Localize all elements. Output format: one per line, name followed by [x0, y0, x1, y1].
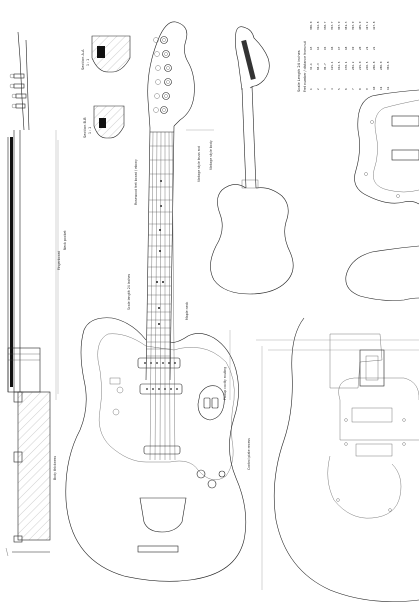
neck-label-fretboard: Rosewood fret board / ebony: [134, 159, 138, 205]
fret-table-cell: 14: [316, 46, 320, 50]
body-outline: [65, 317, 247, 582]
fret-markers: [156, 180, 164, 325]
fret-table-title: Scale Length 24 inches: [297, 50, 301, 92]
fret-table-cell: 353.7: [330, 21, 334, 30]
fret-table-cell: 322.8: [316, 21, 320, 30]
section-aa-view: Section A-A 1 : 1: [81, 35, 131, 73]
section-aa-scale: 1 : 1: [86, 59, 90, 66]
body-side-section: [17, 391, 51, 541]
fret-table-cell: 6: [344, 88, 348, 90]
fret-table-cell: 4: [330, 88, 334, 90]
fret-table-cell: 3: [323, 88, 327, 90]
bridge-pickup: [139, 383, 183, 395]
fret-table-cell: 19: [351, 46, 355, 50]
fret-table-cell: 22: [372, 46, 376, 50]
small-body-label: Vintage style body: [209, 140, 213, 170]
fret-table-cell: 306.0: [309, 21, 313, 30]
fret-table-cell: 266.8: [372, 61, 376, 70]
fret-table-cell: 18: [344, 46, 348, 50]
fret-table-cell: 8: [358, 88, 362, 90]
tailpiece: [139, 497, 187, 533]
control-plate: [109, 377, 226, 489]
fret-table-cell: 34.1: [309, 63, 313, 70]
neck-outline: [145, 125, 175, 381]
fret-table-cell: 12: [386, 86, 390, 90]
body-label-pickup-routing: Pickup cavity routing: [223, 367, 227, 400]
fret-table-cell: 1: [309, 88, 313, 90]
body-label-control-recess: Control plate recess: [247, 438, 251, 470]
section-bb-title: Section B-B: [83, 117, 87, 138]
neck-label-maple: Maple neck: [185, 302, 189, 320]
fret-position-table: Scale Length 24 inches Fret number / dis…: [297, 21, 390, 92]
fret-table-cell: 21: [365, 46, 369, 50]
fret-table-cell: 2: [316, 88, 320, 90]
fret-table-cell: 66.3: [316, 63, 320, 70]
fret-table-rows: 134.113306.0266.314322.8396.715338.74125…: [309, 21, 390, 90]
fret-table-cell: 15: [323, 46, 327, 50]
fret-table-cell: 405.9: [358, 21, 362, 30]
main-guitar-front-view: Rosewood fret board / ebony Vintage styl…: [65, 21, 251, 582]
pickguard-outline: [97, 333, 235, 481]
fret-table-cell: 427.8: [372, 21, 376, 30]
small-guitar-view: Vintage style body: [209, 26, 294, 295]
fret-table-cell: 20: [358, 46, 362, 50]
section-bb-view: Section B-B 1 : 1: [83, 105, 125, 139]
neck-label-scale: Scale length 24 inches: [127, 274, 131, 310]
side-label-body-thickness: Body thickness: [53, 456, 57, 480]
right-body-template-upper: [345, 89, 419, 301]
fret-table-cell: 393.9: [351, 21, 355, 30]
fret-table-cell: 246.5: [365, 61, 369, 70]
fret-table-cell: 7: [351, 88, 355, 90]
fret-table-cell: 10: [372, 86, 376, 90]
fret-table-cell: 202.2: [351, 61, 355, 70]
fret-table-cell: 11: [379, 86, 383, 90]
tuning-pegs: [153, 36, 172, 114]
fretboard-side: [10, 137, 13, 387]
fret-table-cell: 16: [330, 46, 334, 50]
fret-table-cell: 17: [337, 46, 341, 50]
fret-table-cell: 5: [337, 88, 341, 90]
fret-table-cell: 286.0: [379, 61, 383, 70]
fret-table-cell: 338.7: [323, 21, 327, 30]
fret-table-cell: 367.9: [337, 21, 341, 30]
fret-table-cell: 13: [309, 46, 313, 50]
fret-table-cell: 381.3: [344, 21, 348, 30]
fret-table-cell: 225.0: [358, 61, 362, 70]
headstock-outline: [147, 21, 195, 129]
bridge: [143, 445, 181, 455]
fret-table-cell: 9: [365, 88, 369, 90]
right-body-template-lower: [256, 317, 419, 602]
neck-pickup: [137, 357, 181, 369]
strings: [149, 131, 176, 461]
fret-table-cell: 178.1: [344, 61, 348, 70]
section-bb-scale: 1 : 1: [88, 127, 92, 134]
side-profile-view: Fingerboard Neck pocket Body thickness: [5, 31, 67, 557]
fret-table-cell: 304.8: [386, 61, 390, 70]
fret-table-cell: 417.2: [365, 21, 369, 30]
fret-table-cell: 152.5: [337, 61, 341, 70]
side-label-fingerboard: Fingerboard: [57, 251, 61, 270]
section-aa-title: Section A-A: [81, 49, 85, 70]
neck-label-truss-rod: Vintage style truss rod: [197, 146, 201, 182]
side-label-neck-pocket: Neck pocket: [63, 230, 67, 250]
fret-table-cell: 96.7: [323, 63, 327, 70]
fret-table-header: Fret number / distance from nut: [303, 40, 307, 92]
fret-table-cell: 125.4: [330, 61, 334, 70]
